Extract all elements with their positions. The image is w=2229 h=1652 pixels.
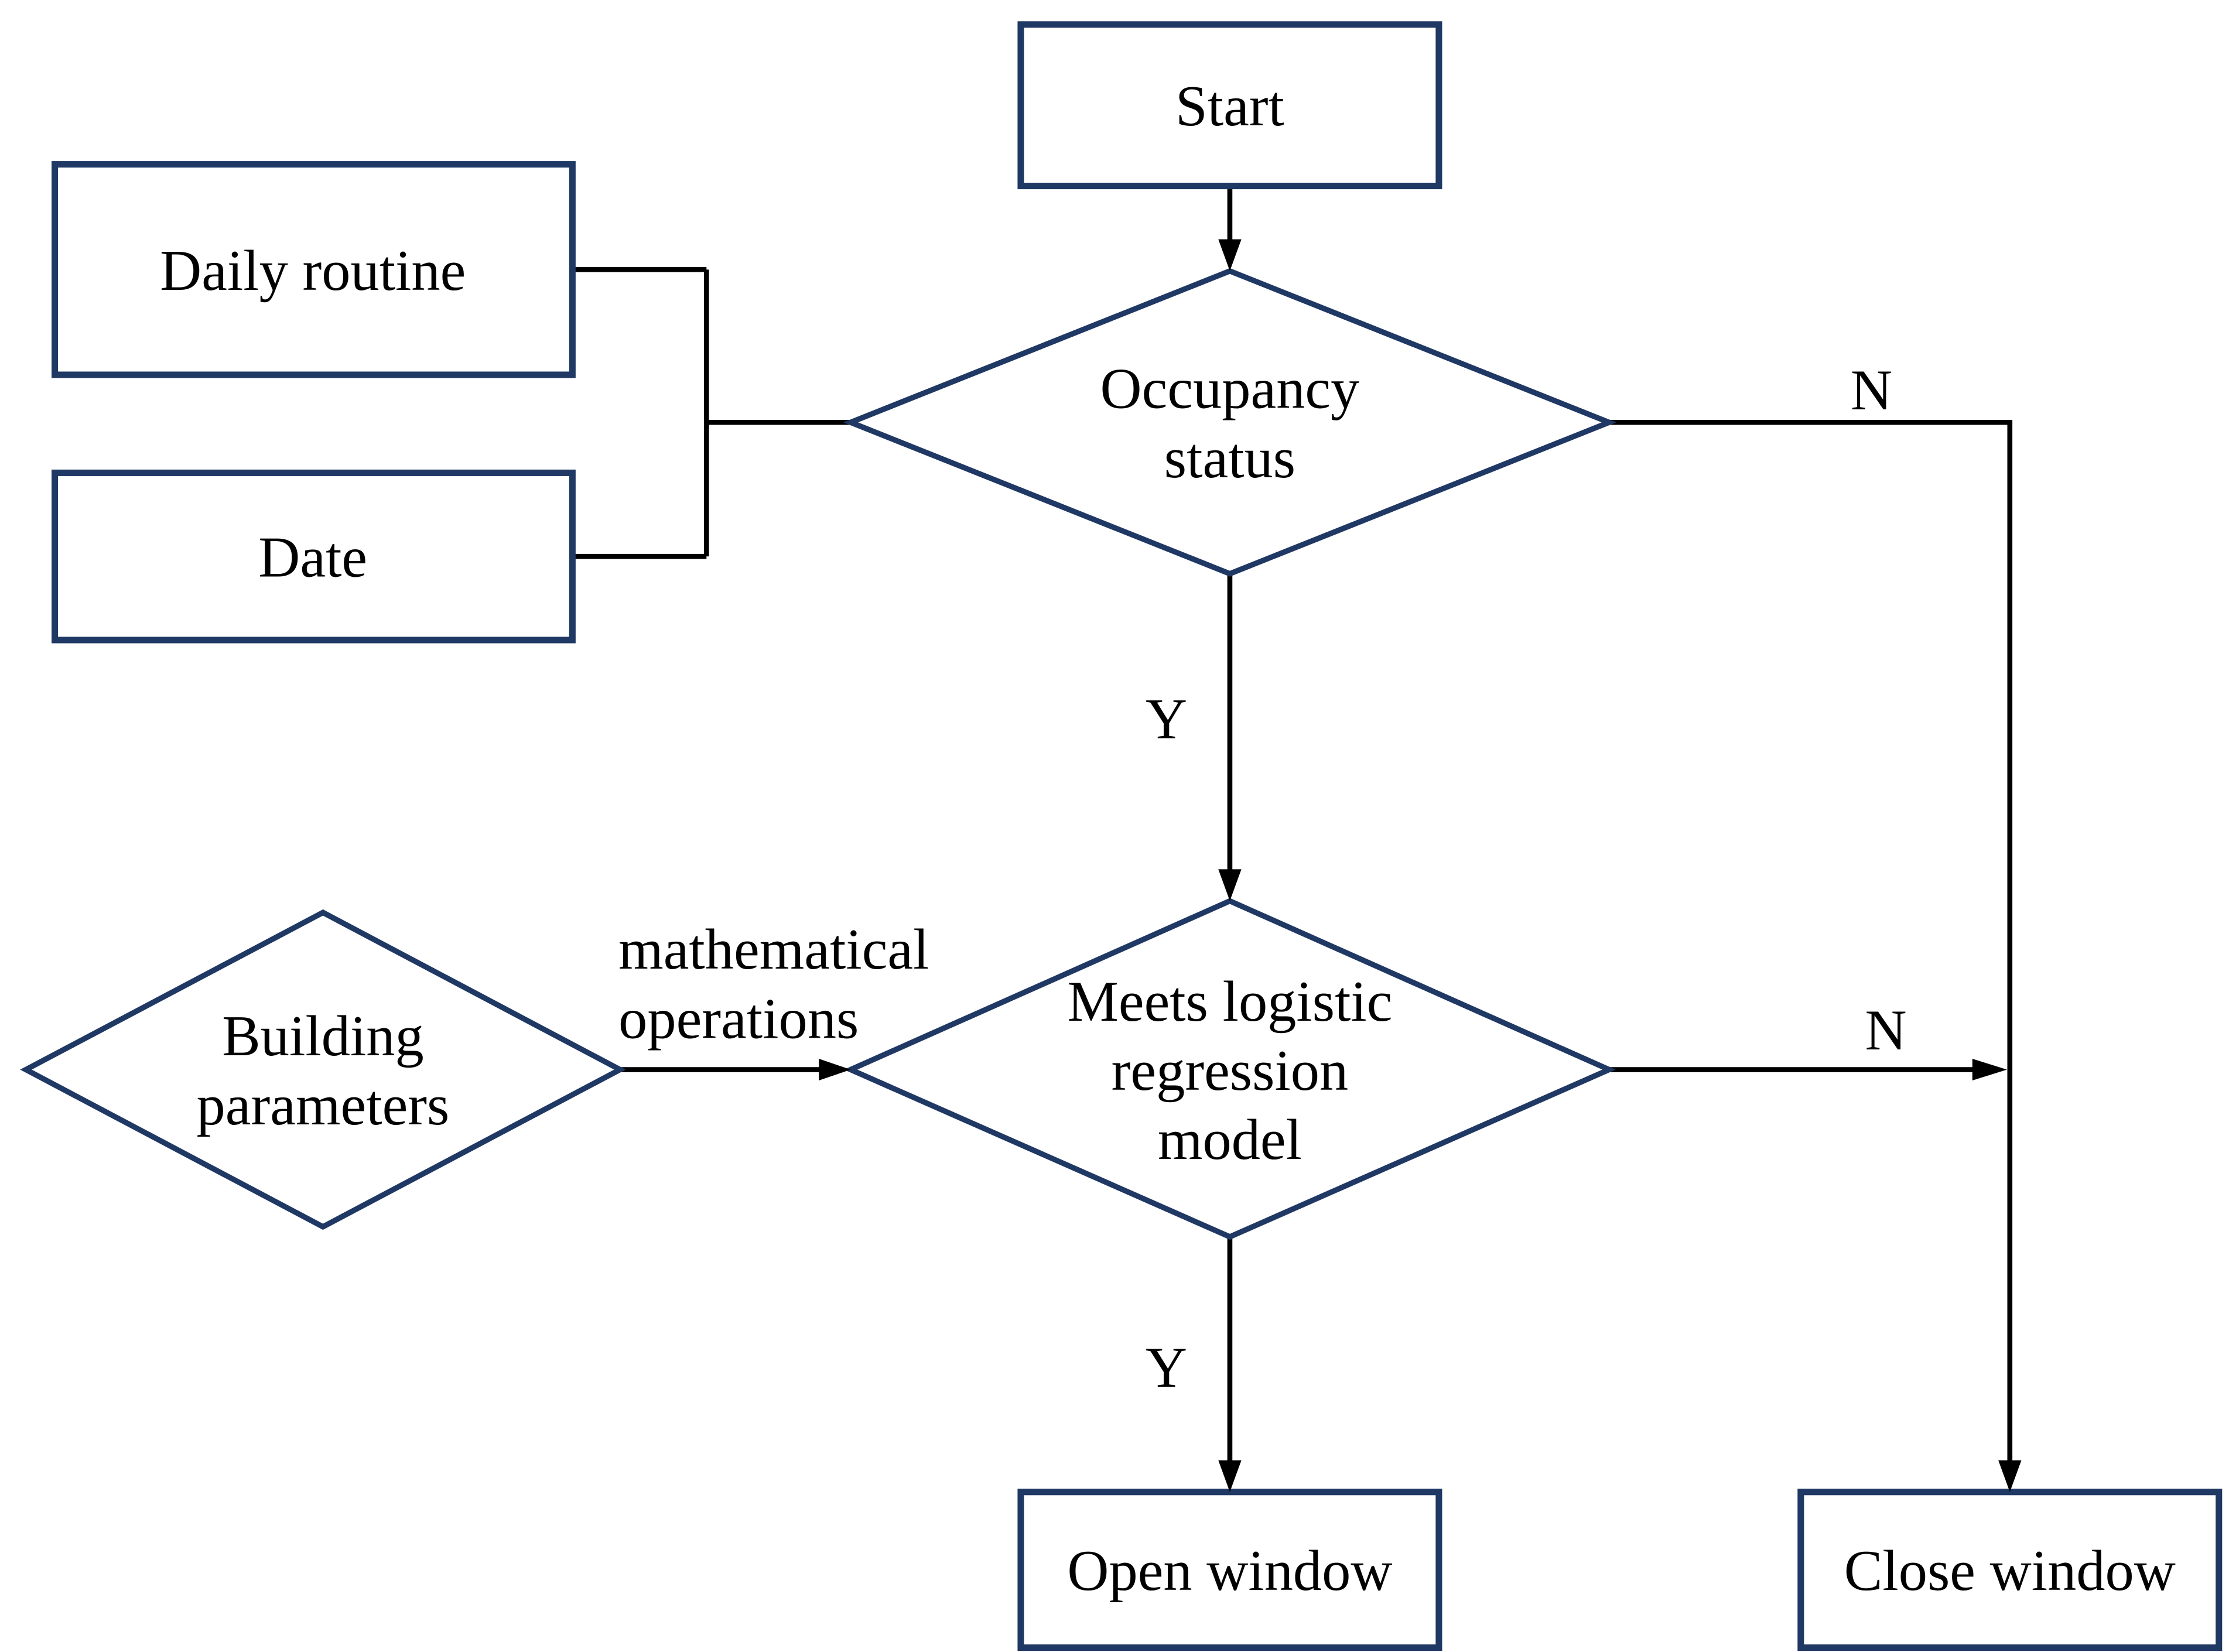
logistic-model-label-line3: model bbox=[1158, 1108, 1302, 1172]
close-window-node bbox=[1797, 1489, 2223, 1651]
arrowhead-into-open-window bbox=[1218, 1460, 1242, 1492]
logistic-model-diamond bbox=[843, 898, 1616, 1240]
occupancy-status-label-line1: Occupancy bbox=[1100, 357, 1360, 421]
building-parameters-label-line1: Building bbox=[222, 1004, 424, 1068]
building-parameters-label-line2: parameters bbox=[197, 1073, 450, 1137]
occupancy-yes-label: Y bbox=[1146, 687, 1187, 751]
open-window-label: Open window bbox=[1067, 1539, 1392, 1603]
occupancy-status-diamond bbox=[843, 268, 1617, 577]
arrowhead-into-logistic bbox=[1218, 869, 1242, 901]
connector-inputs-bracket bbox=[572, 267, 851, 559]
open-window-node bbox=[1017, 1489, 1442, 1651]
arrowhead-into-occupancy bbox=[1218, 239, 1242, 271]
start-label: Start bbox=[1175, 74, 1284, 138]
connector-occupancy-no bbox=[1609, 419, 2013, 1462]
date-label: Date bbox=[258, 526, 367, 590]
logistic-no-label: N bbox=[1865, 998, 1907, 1062]
daily-routine-node bbox=[52, 161, 576, 378]
logistic-model-label-line2: regression bbox=[1112, 1039, 1349, 1103]
date-node bbox=[52, 469, 576, 644]
occupancy-status-label-line2: status bbox=[1164, 426, 1295, 490]
close-window-label: Close window bbox=[1844, 1539, 2176, 1603]
arrowhead-math-into-logistic bbox=[819, 1059, 851, 1080]
building-parameters-diamond bbox=[20, 909, 626, 1230]
math-operations-label-line2: operations bbox=[618, 987, 859, 1051]
logistic-yes-label: Y bbox=[1146, 1336, 1187, 1400]
occupancy-no-label: N bbox=[1851, 358, 1892, 422]
arrowhead-logistic-no-junction bbox=[1972, 1059, 2007, 1080]
daily-routine-label: Daily routine bbox=[160, 239, 466, 303]
start-node bbox=[1017, 21, 1442, 190]
math-operations-label-line1: mathematical bbox=[618, 918, 929, 981]
logistic-model-label-line1: Meets logistic bbox=[1067, 970, 1392, 1034]
arrowhead-into-close-window bbox=[1998, 1460, 2022, 1492]
